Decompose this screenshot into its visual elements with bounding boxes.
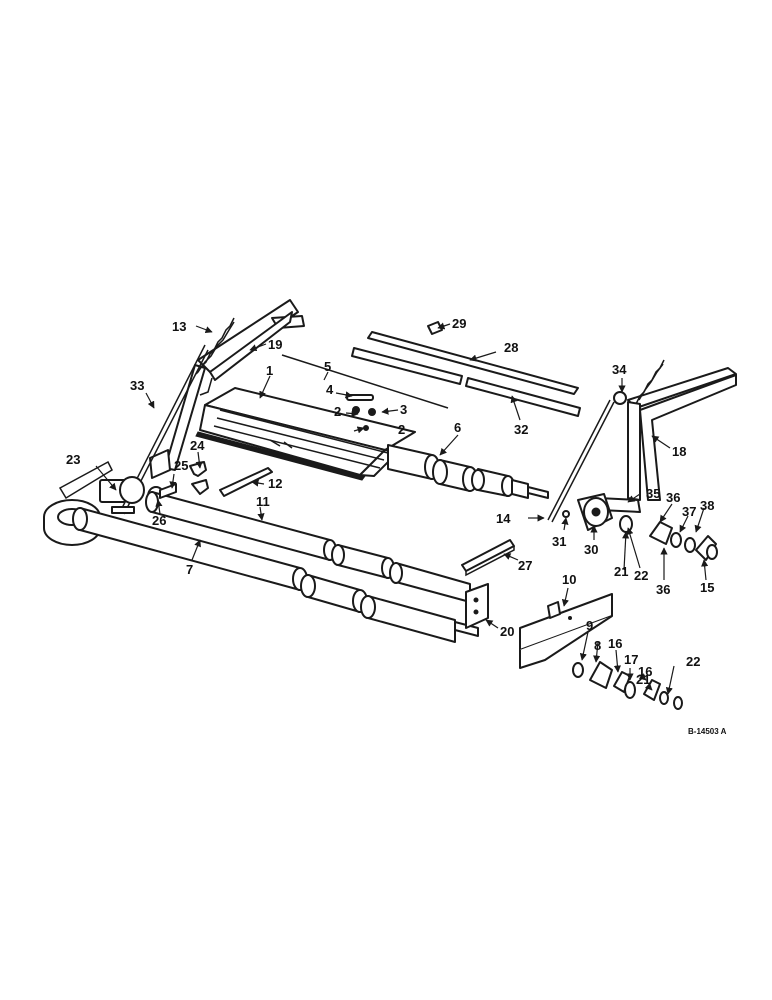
callout-29: 29 [452,316,466,331]
right-washers [619,515,718,561]
callout-6: 6 [454,420,461,435]
callout-20: 20 [500,624,514,639]
callout-7: 7 [186,562,193,577]
callout-21: 21 [614,564,628,579]
callout-22: 22 [686,654,700,669]
callout-17: 17 [624,652,638,667]
drawing-number: B-14503 A [688,727,727,736]
callout-9: 9 [586,618,593,633]
callout-37: 37 [682,504,696,519]
callout-11: 11 [256,494,270,509]
lower-roller-11 [145,491,471,603]
right-bearing-assembly [562,493,613,531]
callout-22: 22 [634,568,648,583]
callout-36: 36 [656,582,670,597]
callout-32: 32 [514,422,528,437]
bracket-27 [461,539,515,577]
callout-35: 35 [646,486,660,501]
platform-bottom [195,387,416,481]
callout-27: 27 [518,558,532,573]
callout-4: 4 [326,382,334,397]
callout-16: 16 [638,664,652,679]
left-side-frame [119,299,305,515]
callout-23: 23 [66,452,80,467]
callout-33: 33 [130,378,144,393]
leader-lines [95,322,709,695]
callout-26: 26 [152,513,166,528]
strip-32 [351,347,581,417]
callout-24: 24 [190,438,205,453]
lower-roller-7 [72,507,479,643]
callout-10: 10 [562,572,576,587]
callout-labels: 1 2 2 3 4 5 6 7 8 9 10 11 12 13 14 15 16… [66,316,727,736]
right-side-frame [547,367,737,523]
callout-30: 30 [584,542,598,557]
lower-bearing-set [572,661,683,710]
right-adjusting-spring [635,359,665,405]
callout-16: 16 [608,636,622,651]
roller-mount-bracket [465,583,489,629]
callout-19: 19 [268,337,282,352]
upper-roller [387,444,549,499]
callout-15: 15 [700,580,714,595]
callout-2: 2 [334,404,341,419]
callout-13: 13 [172,319,186,334]
callout-1: 1 [266,363,273,378]
callout-14: 14 [496,511,511,526]
callout-28: 28 [504,340,518,355]
left-adjusting-spring [195,317,235,375]
callout-34: 34 [612,362,627,377]
slat-line [281,354,449,409]
strap-12 [219,467,273,497]
callout-8: 8 [594,638,601,653]
callout-5: 5 [324,359,331,374]
callout-21: 21 [636,672,650,687]
callout-31: 31 [552,534,566,549]
callout-36: 36 [666,490,680,505]
callout-38: 38 [700,498,714,513]
callout-12: 12 [268,476,282,491]
callout-18: 18 [672,444,686,459]
callout-2: 2 [398,422,405,437]
callout-25: 25 [174,458,188,473]
callout-3: 3 [400,402,407,417]
side-panel-10 [519,593,613,669]
